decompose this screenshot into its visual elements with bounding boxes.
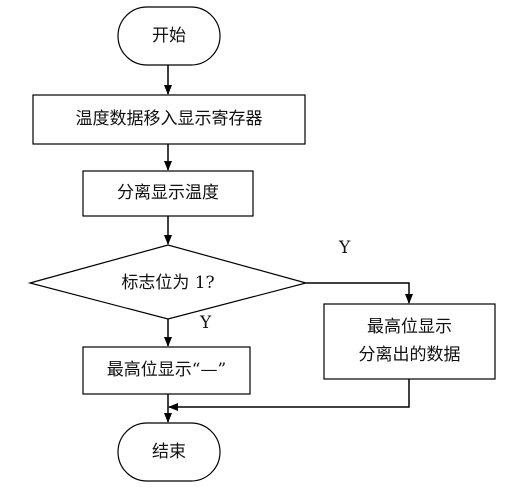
decision-label: 标志位为 1? — [121, 272, 215, 293]
end-terminator — [117, 422, 221, 482]
highest-dash-process — [82, 346, 251, 395]
highest-separate-process — [323, 303, 496, 380]
move-temp-process — [32, 94, 306, 145]
start-terminator — [117, 6, 221, 66]
end-label: 结束 — [152, 441, 186, 462]
highest-separate-text: 最高位显示 分离出的数据 — [324, 304, 495, 379]
separate-temp-process — [82, 170, 254, 217]
yes-right-label: Y — [339, 238, 351, 258]
move-temp-label: 温度数据移入显示寄存器 — [75, 109, 263, 130]
arrow-decision-yes-right — [306, 282, 413, 304]
highest-separate-line-2: 分离出的数据 — [358, 344, 461, 365]
start-label: 开始 — [152, 25, 186, 46]
yes-down-label: Y — [200, 313, 212, 333]
highest-dash-label: 最高位显示“—” — [106, 360, 227, 381]
highest-separate-line-1: 最高位显示 — [367, 317, 452, 338]
arrow-separate-to-merge — [168, 379, 410, 411]
separate-temp-label: 分离显示温度 — [117, 183, 219, 204]
